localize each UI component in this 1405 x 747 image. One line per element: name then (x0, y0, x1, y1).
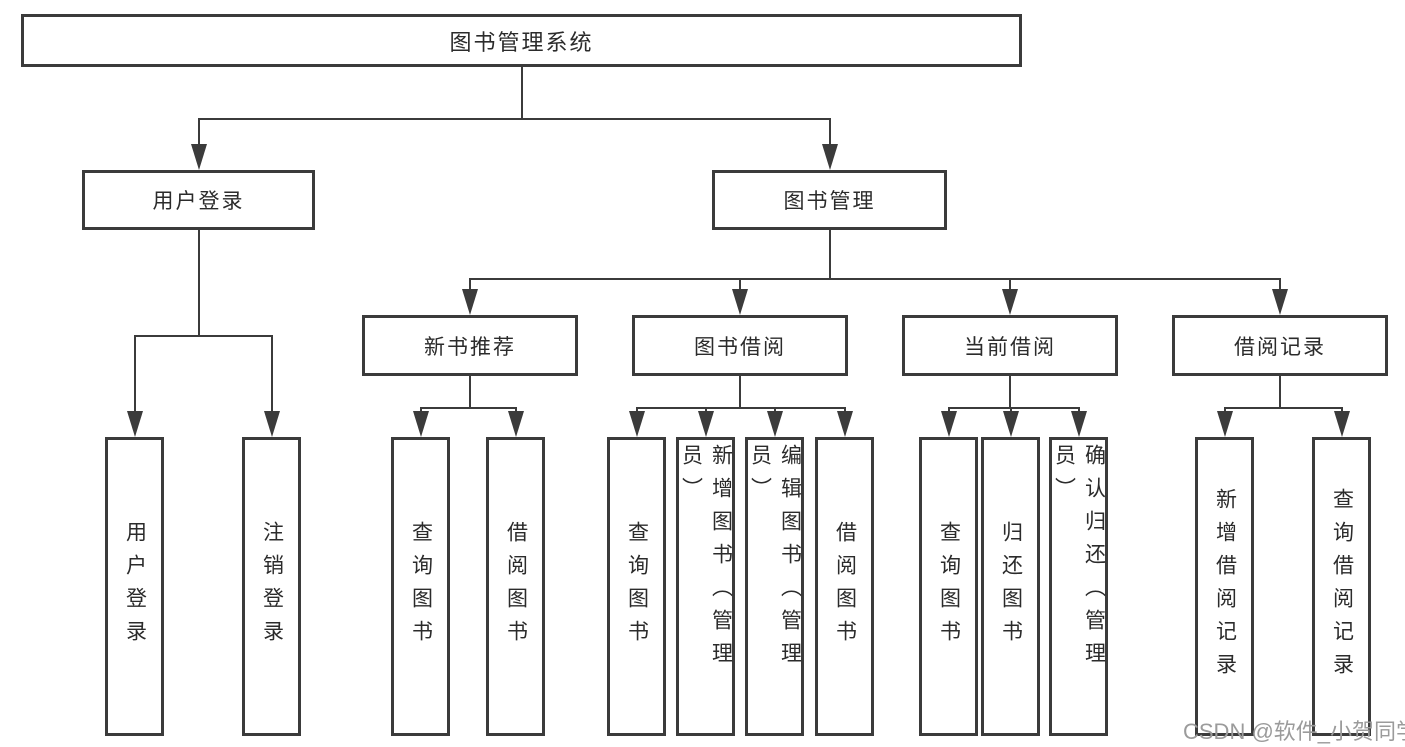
connector-borrowing-records-stem (1279, 376, 1281, 409)
leaf-query-borrow-record: 查询借阅记录 (1312, 437, 1371, 736)
arrow-down-icon (821, 144, 838, 170)
node-new-book-recommendation: 新书推荐 (362, 315, 578, 376)
node-current-borrowing: 当前借阅 (902, 315, 1118, 376)
node-book-management: 图书管理 (712, 170, 947, 230)
arrow-down-icon (1002, 289, 1018, 315)
connector-root-stem (520, 67, 523, 120)
node-book-borrowing: 图书借阅 (632, 315, 848, 376)
arrow-down-icon (263, 411, 280, 437)
connector-user-login-stem (197, 230, 200, 337)
connector-root-drop-line (828, 118, 831, 150)
connector-user-login-drop-line (133, 335, 136, 417)
csdn-watermark: CSDN @软件_小贺同学 (1183, 719, 1405, 744)
connector-book-borrowing-stem (739, 376, 741, 409)
connector-root-drop-line (197, 118, 200, 150)
arrow-down-icon (507, 411, 524, 437)
leaf-query-books-borrowing: 查询图书 (607, 437, 666, 736)
arrow-down-icon (1216, 411, 1233, 437)
arrow-down-icon (126, 411, 143, 437)
connector-book-management-drop-line (469, 278, 471, 295)
connector-user-login-drop-line (270, 335, 273, 417)
leaf-confirm-return-admin: 确认归还（管理员） (1049, 437, 1108, 736)
connector-current-borrowing-stem (1009, 376, 1011, 409)
arrow-down-icon (732, 289, 748, 315)
node-borrowing-records: 借阅记录 (1172, 315, 1388, 376)
leaf-query-books-current: 查询图书 (919, 437, 978, 736)
arrow-down-icon (836, 411, 853, 437)
arrow-down-icon (412, 411, 429, 437)
connector-new-book-recommendation-stem (469, 376, 471, 409)
arrow-down-icon (1070, 411, 1087, 437)
arrow-down-icon (697, 411, 714, 437)
connector-root-bar (197, 118, 831, 120)
arrow-down-icon (1272, 289, 1288, 315)
leaf-add-borrow-record: 新增借阅记录 (1195, 437, 1254, 736)
connector-book-management-stem (828, 230, 831, 280)
arrow-down-icon (628, 411, 645, 437)
node-user-login: 用户登录 (82, 170, 315, 230)
connector-user-login-bar (133, 335, 273, 337)
connector-borrowing-records-bar (1223, 407, 1343, 409)
leaf-return-books: 归还图书 (981, 437, 1040, 736)
leaf-add-books-admin: 新增图书（管理员） (676, 437, 735, 736)
connector-book-management-bar (469, 278, 1281, 280)
connector-current-borrowing-bar (947, 407, 1080, 409)
leaf-borrow-books-recommend: 借阅图书 (486, 437, 545, 736)
connector-book-borrowing-bar (635, 407, 846, 409)
arrow-down-icon (766, 411, 783, 437)
arrow-down-icon (190, 144, 207, 170)
leaf-user-login: 用户登录 (105, 437, 164, 736)
leaf-borrow-books-borrowing: 借阅图书 (815, 437, 874, 736)
node-library-management-system: 图书管理系统 (21, 14, 1022, 67)
connector-book-management-drop-line (1009, 278, 1011, 295)
leaf-query-books-recommend: 查询图书 (391, 437, 450, 736)
arrow-down-icon (940, 411, 957, 437)
connector-book-management-drop-line (739, 278, 741, 295)
leaf-edit-books-admin: 编辑图书（管理员） (745, 437, 804, 736)
arrow-down-icon (462, 289, 478, 315)
arrow-down-icon (1002, 411, 1019, 437)
connector-new-book-recommendation-bar (419, 407, 517, 409)
connector-book-management-drop-line (1279, 278, 1281, 295)
arrow-down-icon (1333, 411, 1350, 437)
leaf-logout: 注销登录 (242, 437, 301, 736)
